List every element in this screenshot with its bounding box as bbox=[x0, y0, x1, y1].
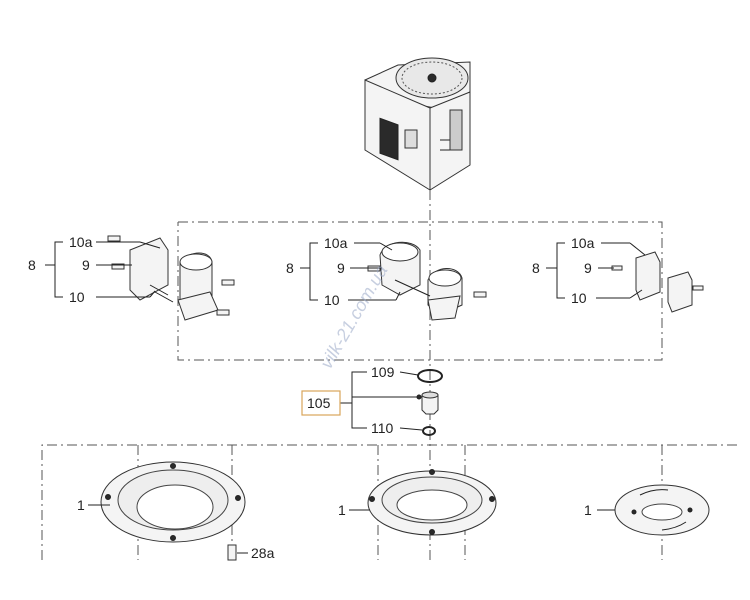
callout-10a-center: 10a bbox=[324, 235, 348, 251]
pump-motor-illustration bbox=[364, 57, 471, 191]
flange-group-frame bbox=[41, 444, 740, 560]
callout-1-center: 1 bbox=[338, 502, 346, 518]
leader-lines bbox=[45, 241, 646, 554]
flange-right bbox=[614, 484, 710, 536]
coupling-assembly-right bbox=[611, 251, 704, 313]
callout-labels: 10a 9 10 8 10a 9 10 8 10a 9 10 8 109 105… bbox=[28, 234, 595, 561]
callout-10-right: 10 bbox=[571, 290, 587, 306]
callout-28a: 28a bbox=[251, 545, 275, 561]
watermark: vilk-21.com.ua bbox=[316, 262, 391, 372]
callout-10a-right: 10a bbox=[571, 235, 595, 251]
coupling-assembly-center bbox=[367, 241, 487, 321]
callout-9-center: 9 bbox=[337, 260, 345, 276]
callout-105: 105 bbox=[307, 395, 331, 411]
callout-8-right: 8 bbox=[532, 260, 540, 276]
coupling-group-frame bbox=[177, 221, 663, 361]
highlight-box-105 bbox=[301, 390, 341, 416]
callout-8-center: 8 bbox=[286, 260, 294, 276]
callout-8-left: 8 bbox=[28, 257, 36, 273]
callout-110: 110 bbox=[371, 420, 394, 436]
seal-parts bbox=[416, 369, 443, 436]
flange-left bbox=[100, 461, 246, 561]
callout-1-right: 1 bbox=[584, 502, 592, 518]
callout-109: 109 bbox=[371, 364, 395, 380]
callout-9-left: 9 bbox=[82, 257, 90, 273]
callout-10-left: 10 bbox=[69, 289, 85, 305]
coupling-assembly-left bbox=[107, 235, 235, 321]
callout-1-left: 1 bbox=[77, 497, 85, 513]
callout-10a-left: 10a bbox=[69, 234, 93, 250]
callout-10-center: 10 bbox=[324, 292, 340, 308]
flange-center bbox=[367, 469, 497, 536]
callout-9-right: 9 bbox=[584, 260, 592, 276]
